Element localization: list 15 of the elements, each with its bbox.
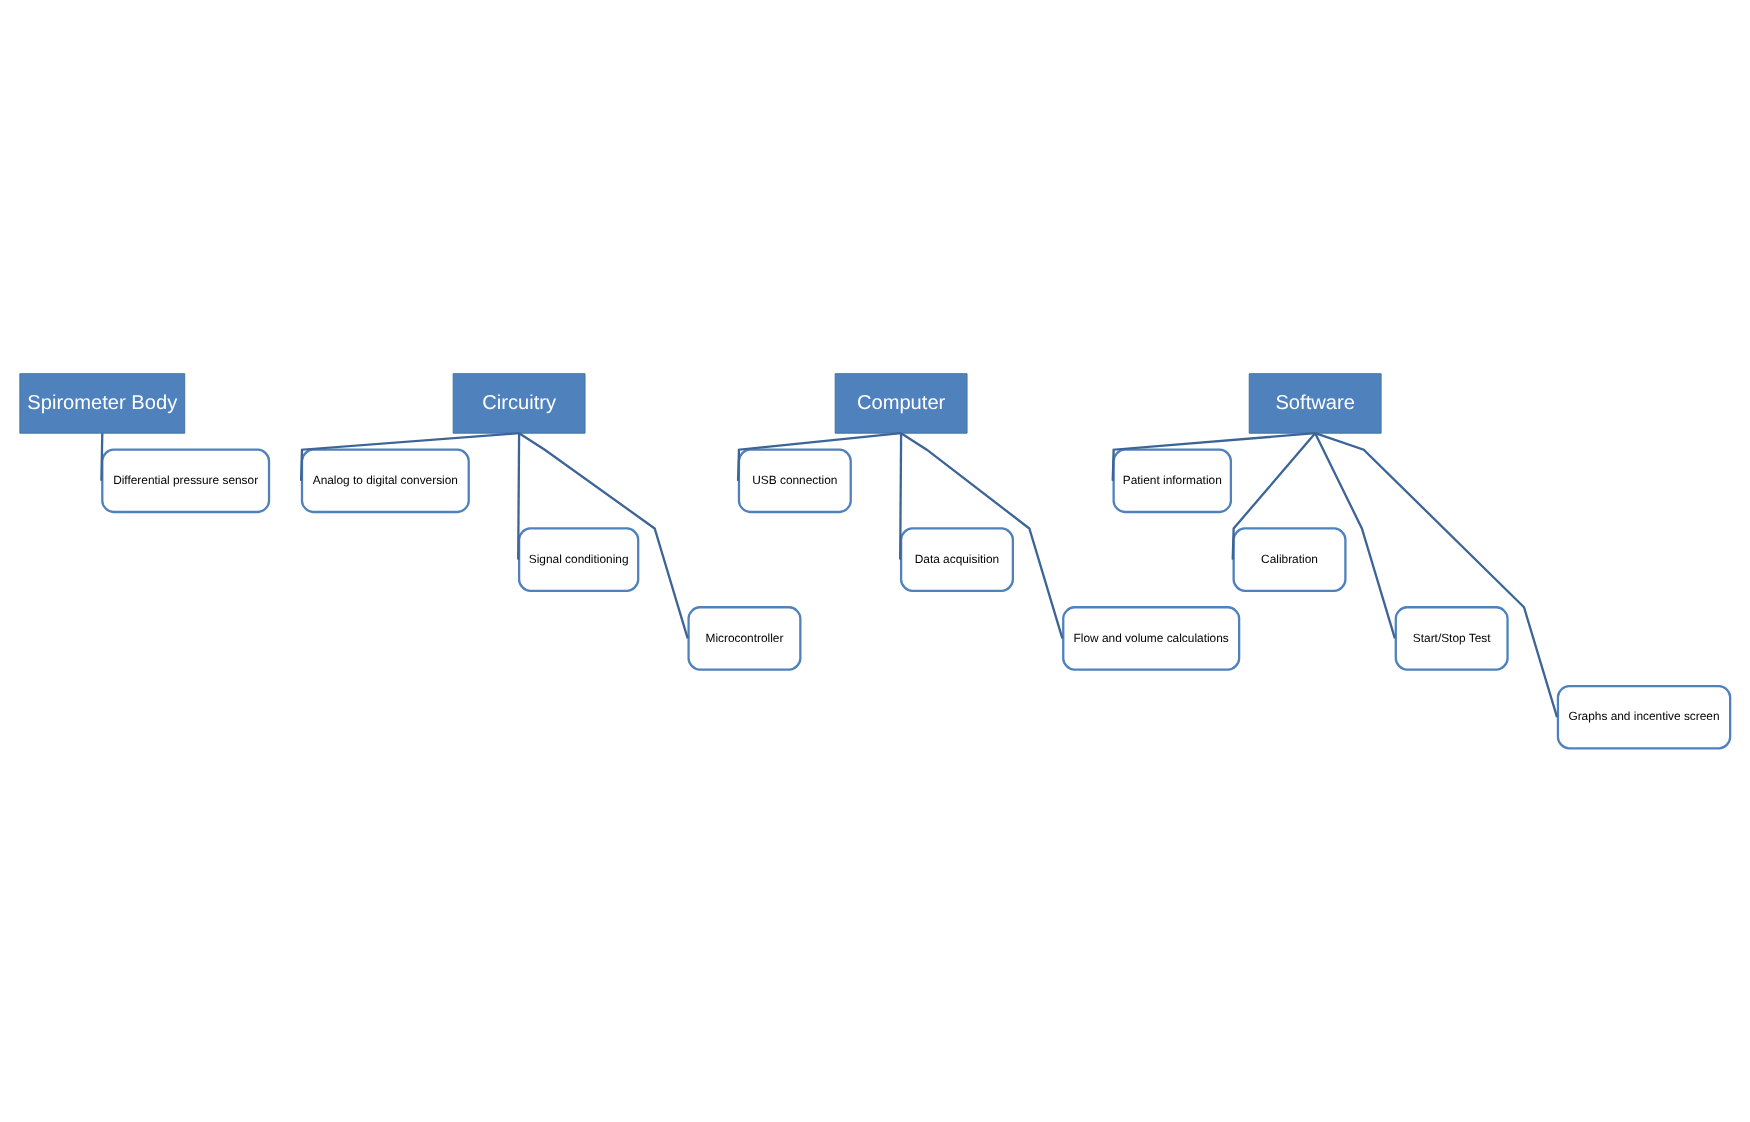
node-box: Software xyxy=(1248,373,1382,434)
connector xyxy=(100,433,104,481)
connector xyxy=(736,432,902,481)
connector xyxy=(299,432,520,481)
node-box: Spirometer Body xyxy=(19,373,186,434)
connector xyxy=(518,432,689,639)
connector xyxy=(1314,432,1559,718)
node-box: Circuitry xyxy=(452,373,586,434)
connector xyxy=(899,433,903,560)
connector xyxy=(1314,432,1396,639)
connector xyxy=(1111,432,1316,481)
connector xyxy=(1231,432,1317,560)
connector xyxy=(900,432,1064,639)
connector xyxy=(517,433,521,560)
node-box: Computer xyxy=(834,373,968,434)
